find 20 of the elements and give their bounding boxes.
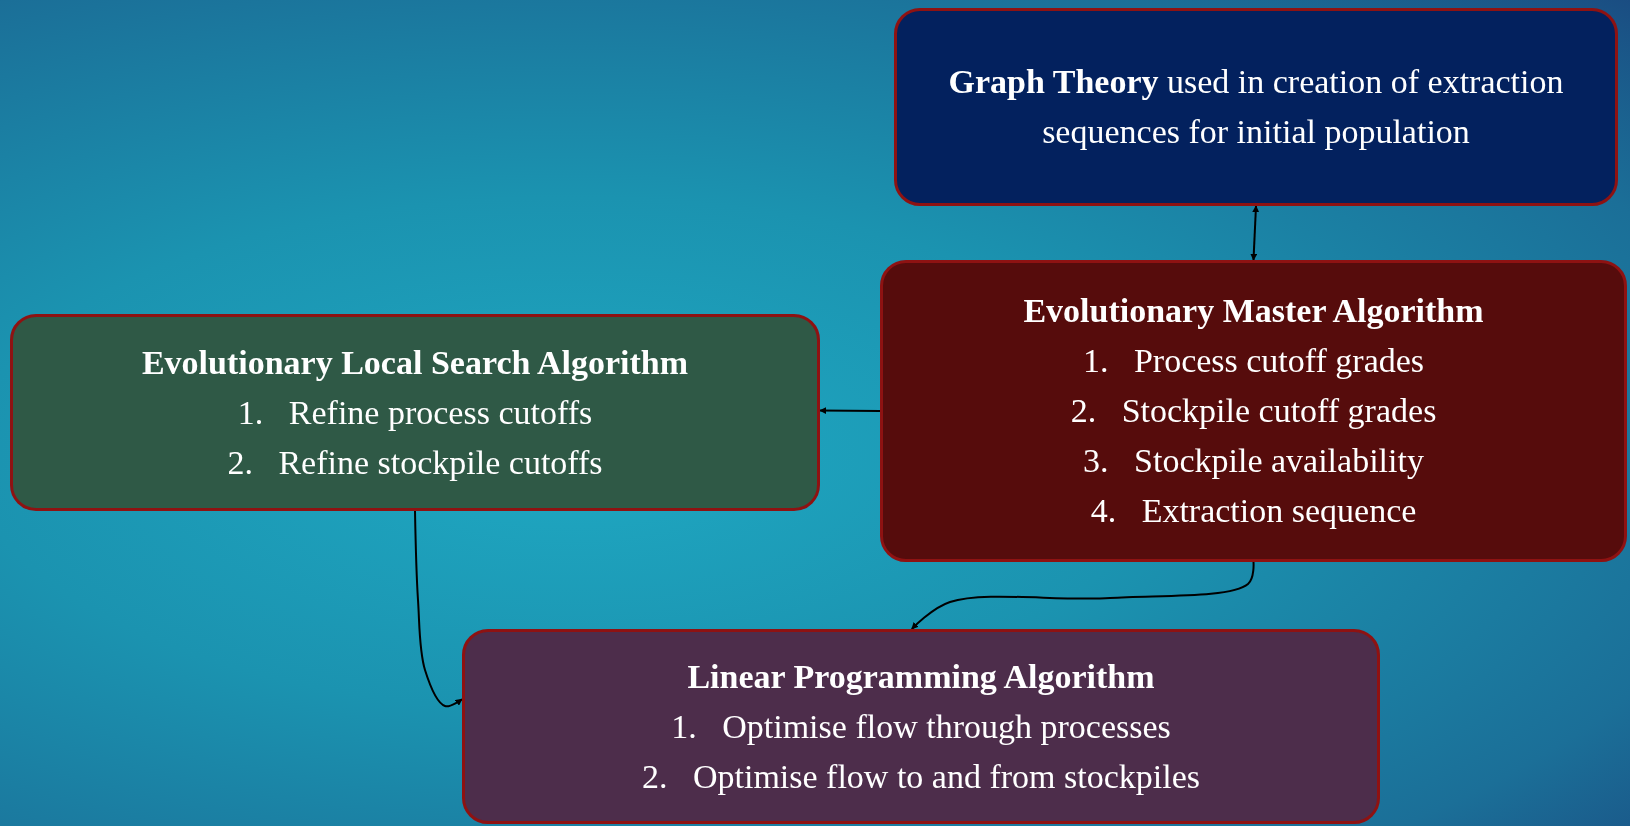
list-item: 1. Optimise flow through processes: [671, 706, 1171, 747]
arrow: [1250, 205, 1260, 261]
list-item: 1. Process cutoff grades: [1082, 341, 1425, 381]
process-box: [10, 314, 820, 511]
info-box: [894, 8, 1618, 206]
box-heading: Evolutionary Master Algorithm: [1023, 291, 1484, 331]
list-item: 4. Extraction sequence: [1090, 491, 1417, 531]
box-heading: Linear Programming Algorithm: [687, 656, 1155, 697]
box-heading: Evolutionary Local Search Algorithm: [141, 342, 689, 383]
process-box: [462, 629, 1380, 824]
list-item: 2. Optimise flow to and from stockpiles: [641, 756, 1201, 797]
arrow: [414, 510, 463, 708]
arrow: [910, 561, 1255, 630]
list-item: 2. Stockpile cutoff grades: [1070, 391, 1437, 431]
process-box: [880, 260, 1627, 562]
arrow: [819, 407, 881, 415]
box-text: Graph Theory used in creation of extraction sequences for initial population: [947, 62, 1565, 152]
list-item: 3. Stockpile availability: [1083, 441, 1424, 481]
list-item: 1. Refine process cutoffs: [237, 392, 593, 433]
list-item: 2. Refine stockpile cutoffs: [227, 442, 603, 483]
